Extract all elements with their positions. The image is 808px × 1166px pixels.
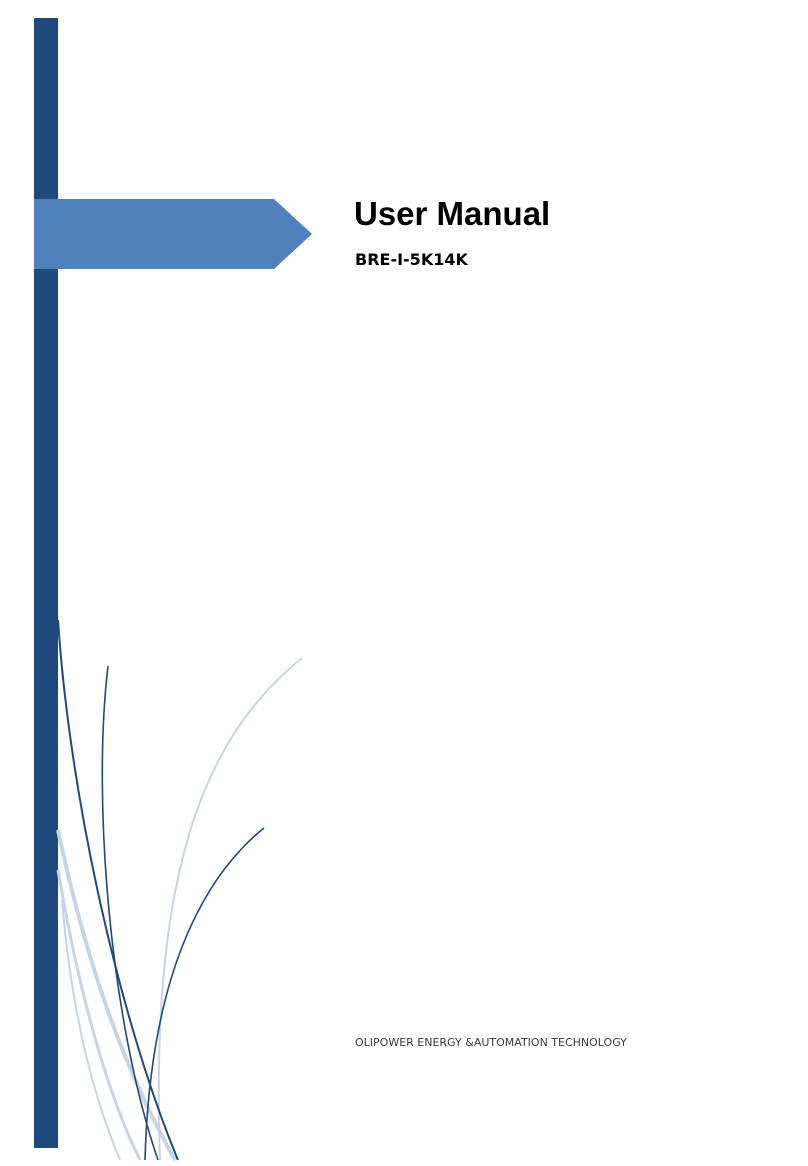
company-name: OLIPOWER ENERGY &AUTOMATION TECHNOLOGY — [355, 1036, 627, 1049]
arrow-banner — [34, 199, 312, 269]
decorative-swirls — [56, 619, 303, 1161]
document-title: User Manual — [354, 195, 551, 232]
model-number: BRE-I-5K14K — [355, 250, 468, 269]
